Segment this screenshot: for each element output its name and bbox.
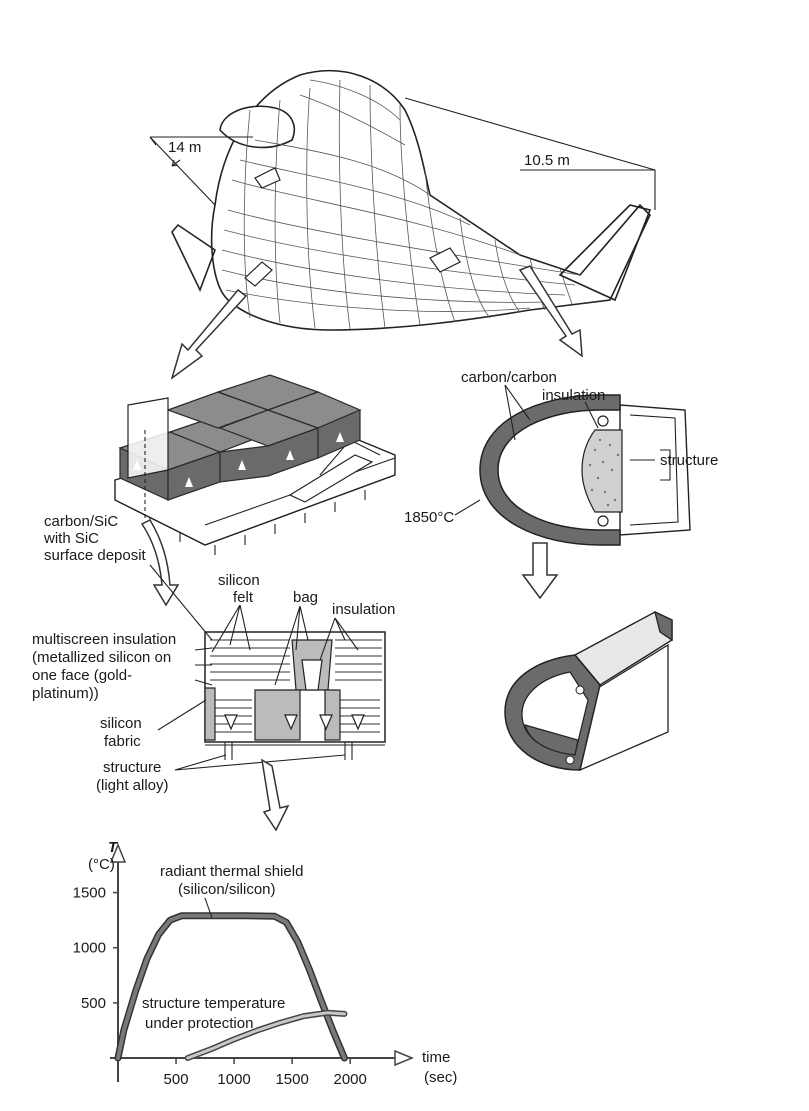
multiscreen-label-line2: (metallized silicon on bbox=[32, 649, 171, 666]
dimension-14m-line bbox=[149, 136, 216, 206]
access-panel bbox=[429, 247, 461, 273]
silicon-fabric-label-line2: fabric bbox=[104, 733, 141, 750]
detail-arrow-nose-3d bbox=[521, 542, 559, 600]
temperature-chart: T (°C) time (sec) 500 1000 1500 500 1000 150… bbox=[73, 839, 458, 1088]
x-axis-arrow bbox=[394, 1049, 414, 1067]
carbon-carbon-shell bbox=[479, 394, 621, 546]
carbon-carbon-label: carbon/carbon bbox=[461, 369, 557, 386]
y-tick-label: 500 bbox=[81, 995, 106, 1012]
carbon-sic-label-line1: carbon/SiC bbox=[44, 513, 118, 530]
x-tick-label: 1000 bbox=[217, 1071, 250, 1088]
y-tick-label: 1500 bbox=[73, 885, 106, 902]
silicon-felt-label-line2: felt bbox=[233, 589, 254, 606]
spaceplane-illustration: 14 m 10.5 m bbox=[149, 69, 656, 331]
series-label-shield-line1: radiant thermal shield bbox=[160, 863, 303, 880]
nose-leader-lines bbox=[454, 384, 655, 516]
surface-mesh bbox=[221, 79, 581, 330]
nose-insulation bbox=[581, 429, 623, 513]
section-leader-lines bbox=[149, 564, 359, 771]
x-tick-label: 1500 bbox=[275, 1071, 308, 1088]
series-line-thermal-shield bbox=[116, 913, 347, 1060]
detail-arrow-section bbox=[140, 519, 180, 607]
y-axis-arrow bbox=[109, 843, 127, 863]
bag-label: bag bbox=[293, 589, 318, 606]
dimension-14m-arrow bbox=[171, 159, 181, 167]
section-plane bbox=[127, 397, 169, 479]
y-tick-label: 1000 bbox=[73, 940, 106, 957]
insulation-tile-label: insulation bbox=[332, 601, 395, 618]
x-tick-labels: 500 1000 1500 2000 bbox=[164, 1058, 367, 1088]
dimension-105m-label: 10.5 m bbox=[524, 152, 570, 169]
series-label-shield-leader bbox=[204, 897, 213, 919]
dimension-105m-line bbox=[520, 169, 656, 210]
structure-tile-label-line2: (light alloy) bbox=[96, 777, 169, 794]
carbon-sic-label-line3: surface deposit bbox=[44, 547, 147, 564]
tile-cross-section bbox=[204, 631, 386, 760]
y-axis-unit: (°C) bbox=[88, 856, 115, 873]
y-axis-symbol: T bbox=[108, 839, 119, 856]
silicon-fabric-label-line1: silicon bbox=[100, 715, 142, 732]
x-tick-label: 2000 bbox=[333, 1071, 366, 1088]
dimension-14m-arrow bbox=[149, 136, 160, 146]
y-tick-labels: 500 1000 1500 bbox=[73, 885, 118, 1012]
series-label-structure-line2: under protection bbox=[145, 1015, 253, 1032]
multiscreen-label-line3: one face (gold- bbox=[32, 667, 132, 684]
nose-cap-section bbox=[479, 394, 691, 546]
silicon-felt-label-line1: silicon bbox=[218, 572, 260, 589]
series-line-thermal-shield bbox=[114, 912, 348, 1062]
dimension-14m-label: 14 m bbox=[168, 139, 201, 156]
detail-arrow-chart bbox=[261, 758, 290, 832]
chart-series bbox=[114, 912, 348, 1062]
structure-nose-label: structure bbox=[660, 452, 718, 469]
temperature-1850-label: 1850°C bbox=[404, 509, 454, 526]
access-panel bbox=[244, 261, 273, 287]
carbon-sic-label-line2: with SiC bbox=[43, 530, 99, 547]
vertical-fin bbox=[558, 204, 652, 302]
cockpit-window bbox=[219, 105, 296, 149]
access-panel bbox=[254, 167, 281, 189]
detail-arrow-nose bbox=[518, 265, 583, 358]
x-tick-label: 500 bbox=[164, 1071, 189, 1088]
multiscreen-label-line4: platinum)) bbox=[32, 685, 99, 702]
nose-cap-3d bbox=[504, 610, 673, 772]
insulation-nose-label: insulation bbox=[542, 387, 605, 404]
left-winglet bbox=[171, 223, 216, 293]
series-label-shield-line2: (silicon/silicon) bbox=[178, 881, 276, 898]
x-axis-label-line1: time bbox=[422, 1049, 450, 1066]
dimension-105m-line bbox=[404, 97, 656, 171]
multiscreen-label-line1: multiscreen insulation bbox=[32, 631, 176, 648]
detail-arrow-tiles bbox=[170, 288, 248, 380]
tile-array-illustration bbox=[114, 374, 396, 555]
series-line-structure bbox=[186, 1011, 346, 1060]
structure-tile-label-line1: structure bbox=[103, 759, 161, 776]
series-label-structure-line1: structure temperature bbox=[142, 995, 285, 1012]
x-axis-label-line2: (sec) bbox=[424, 1069, 457, 1086]
